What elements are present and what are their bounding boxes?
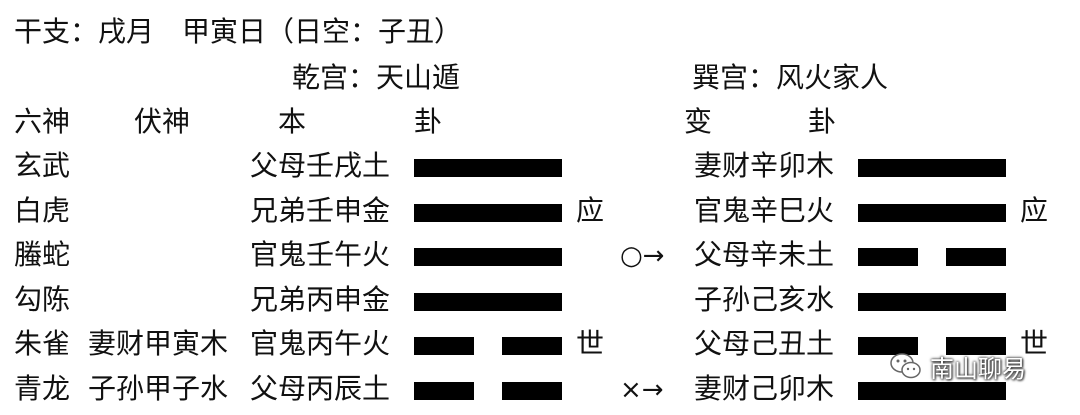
main-world-response-mark: 世 xyxy=(576,327,605,360)
main-world-response-mark: 应 xyxy=(576,193,605,227)
changed-yang-line xyxy=(858,293,1006,311)
moving-yang-arrow-icon: ○→ xyxy=(620,241,664,271)
changed-line-label: 父母己丑土 xyxy=(694,327,835,360)
changed-yang-line xyxy=(858,204,1006,222)
main-line-label: 官鬼壬午火 xyxy=(250,238,391,271)
wechat-icon xyxy=(888,348,924,384)
changed-world-response-mark: 应 xyxy=(1020,193,1049,227)
changed-yang-line xyxy=(858,159,1006,177)
changed-line-label: 妻财己卯木 xyxy=(694,371,835,405)
main-yin-segment xyxy=(502,382,562,400)
changed-line-label: 子孙己亥水 xyxy=(694,282,835,316)
watermark-text: 南山聊易 xyxy=(930,354,1026,383)
six-spirit-label: 玄武 xyxy=(14,149,71,182)
header-gua-right: 卦 xyxy=(808,105,837,138)
six-spirit-label: 朱雀 xyxy=(14,327,71,360)
main-yang-line xyxy=(414,159,562,177)
six-spirit-label: 螣蛇 xyxy=(14,238,71,271)
header-bian: 变 xyxy=(684,105,713,138)
six-spirit-label: 白虎 xyxy=(14,193,71,227)
main-line-label: 父母壬戌土 xyxy=(250,149,391,182)
main-line-label: 父母丙辰土 xyxy=(250,371,391,405)
header-ben: 本 xyxy=(278,105,307,138)
six-spirit-label: 青龙 xyxy=(14,371,71,405)
changed-yang-line xyxy=(858,382,1006,400)
watermark: 南山聊易 xyxy=(888,346,1078,386)
header-gua-left: 卦 xyxy=(414,105,443,138)
main-yang-line xyxy=(414,204,562,222)
ganzhi-line: 干支：戌月 甲寅日（日空：子丑） xyxy=(14,15,463,48)
changed-yin-segment xyxy=(946,248,1006,266)
change-symbol-text: ×→ xyxy=(620,375,664,405)
changed-line-label: 官鬼辛巳火 xyxy=(694,193,835,227)
main-yin-segment xyxy=(414,337,474,355)
changed-yin-segment xyxy=(858,248,918,266)
hidden-spirit-line: 子孙甲子水 xyxy=(88,371,229,405)
changed-line-label: 妻财辛卯木 xyxy=(694,149,835,182)
main-line-label: 兄弟丙申金 xyxy=(250,282,391,316)
moving-yin-arrow-icon: ×→ xyxy=(620,375,664,405)
palace-main-title: 乾宫：天山遁 xyxy=(292,61,461,94)
change-symbol-text: ○→ xyxy=(620,241,664,271)
changed-yin-segment xyxy=(946,337,1006,355)
palace-changed-title: 巽宫：风火家人 xyxy=(692,61,889,94)
hidden-spirit-line: 妻财甲寅木 xyxy=(88,327,229,360)
changed-world-response-mark: 世 xyxy=(1020,327,1049,360)
changed-yin-segment xyxy=(858,337,918,355)
main-yin-segment xyxy=(502,337,562,355)
header-hidden-spirit: 伏神 xyxy=(134,105,191,138)
changed-line-label: 父母辛未土 xyxy=(694,238,835,271)
main-yang-line xyxy=(414,293,562,311)
main-line-label: 兄弟壬申金 xyxy=(250,193,391,227)
header-six-spirits: 六神 xyxy=(14,105,71,138)
six-spirit-label: 勾陈 xyxy=(14,282,71,316)
main-yin-segment xyxy=(414,382,474,400)
main-yang-line xyxy=(414,248,562,266)
main-line-label: 官鬼丙午火 xyxy=(250,327,391,360)
